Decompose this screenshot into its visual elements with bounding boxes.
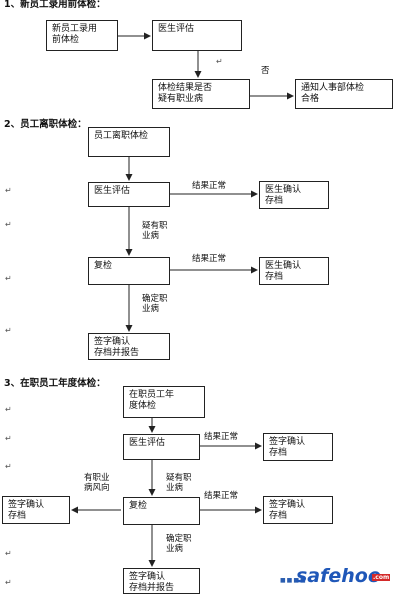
logo-word: safehoo — [296, 565, 381, 587]
label-confirmed-disease: 确定职 业病 — [142, 294, 168, 314]
node-notify-hr: 通知人事部体检 合格 — [295, 79, 393, 109]
section-3-heading: 3、在职员工年度体检： — [4, 378, 106, 389]
paragraph-mark: ↵ — [5, 405, 12, 414]
label-result-normal: 结果正常 — [192, 181, 227, 191]
node-sign-confirm-archive: 签字确认 存档 — [263, 433, 333, 461]
node-suspected-occupational-disease: 体检结果是否 疑有职业病 — [152, 79, 250, 109]
node-sign-confirm-archive: 签字确认 存档 — [263, 496, 333, 524]
label-no: 否 — [261, 66, 270, 76]
logo-dots: ■■■■ — [280, 577, 307, 584]
label-result-normal: 结果正常 — [192, 254, 227, 264]
label-suspected-disease: 疑有职 业病 — [142, 221, 168, 241]
node-pre-hire-exam: 新员工录用 前体检 — [46, 20, 118, 51]
paragraph-mark: ↵ — [5, 274, 12, 283]
paragraph-mark: ↵ — [5, 434, 12, 443]
label-occupational-risk: 有职业 病风向 — [84, 473, 110, 493]
paragraph-mark: ↵ — [5, 220, 12, 229]
logo-tld: .com — [372, 574, 391, 581]
label-suspected-disease: 疑有职 业病 — [166, 473, 192, 493]
node-sign-archive-report-3: 签字确认 存档并报告 — [123, 568, 200, 594]
paragraph-mark: ↵ — [5, 578, 12, 587]
paragraph-mark: ↵ — [5, 462, 12, 471]
node-exit-exam: 员工离职体检 — [88, 127, 170, 157]
node-doctor-confirm-archive: 医生确认 存档 — [259, 181, 329, 209]
paragraph-mark: ↵ — [5, 326, 12, 335]
label-result-normal: 结果正常 — [204, 432, 239, 442]
section-2-heading: 2、员工离职体检： — [4, 119, 87, 130]
node-doctor-eval-1: 医生评估 — [152, 20, 242, 51]
section-1-heading: 1、新员工录用前体检： — [4, 0, 106, 10]
node-recheck: 复检 — [88, 257, 170, 285]
safehoo-logo: ■■■■ safehoo .com — [280, 565, 391, 591]
paragraph-mark: ↵ — [216, 57, 223, 66]
node-sign-archive-report: 签字确认 存档并报告 — [88, 333, 170, 360]
node-recheck-3: 复检 — [123, 497, 200, 525]
node-annual-exam: 在职员工年 度体检 — [123, 386, 205, 418]
paragraph-mark: ↵ — [5, 186, 12, 195]
label-confirmed-disease: 确定职 业病 — [166, 534, 192, 554]
label-result-normal: 结果正常 — [204, 491, 239, 501]
paragraph-mark: ↵ — [5, 549, 12, 558]
node-doctor-eval-3: 医生评估 — [123, 434, 200, 460]
node-doctor-confirm-archive: 医生确认 存档 — [259, 257, 329, 285]
node-sign-confirm-archive-left: 签字确认 存档 — [2, 496, 70, 524]
node-doctor-eval-2: 医生评估 — [88, 182, 170, 207]
